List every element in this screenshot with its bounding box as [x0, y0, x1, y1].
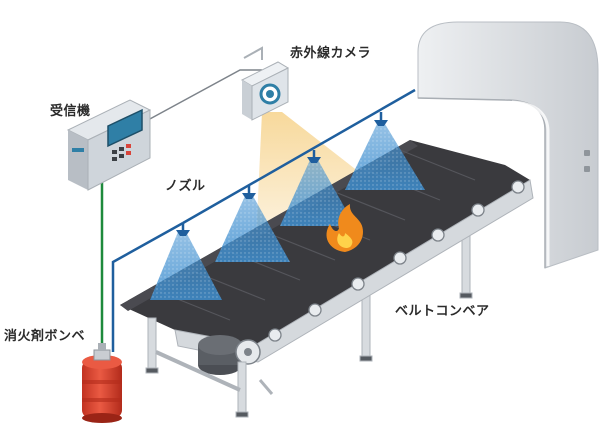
infrared-camera [240, 46, 290, 121]
tunnel-hood [417, 21, 599, 269]
fire-icon [326, 204, 364, 252]
nozzle-2 [242, 193, 256, 199]
nozzle-3 [307, 157, 321, 163]
receiver-label: 受信機 [50, 104, 91, 119]
receiver-keypad [112, 144, 131, 161]
nozzle-4 [374, 120, 388, 126]
receiver-screen [107, 108, 143, 148]
spray-cones [150, 124, 425, 300]
extinguisher-cylinder [82, 343, 122, 423]
cylinder-label: 消火剤ボンベ [4, 329, 86, 344]
nozzles [176, 120, 388, 236]
nozzle-label: ノズル [165, 179, 206, 194]
nozzle-pipe [111, 88, 416, 352]
receiver-unit [66, 99, 152, 191]
camera-label: 赤外線カメラ [290, 46, 372, 61]
nozzle-1 [176, 230, 190, 236]
conveyor-label: ベルトコンベア [395, 304, 490, 319]
camera-cable [147, 69, 262, 121]
conveyor-legs-front [145, 317, 274, 418]
